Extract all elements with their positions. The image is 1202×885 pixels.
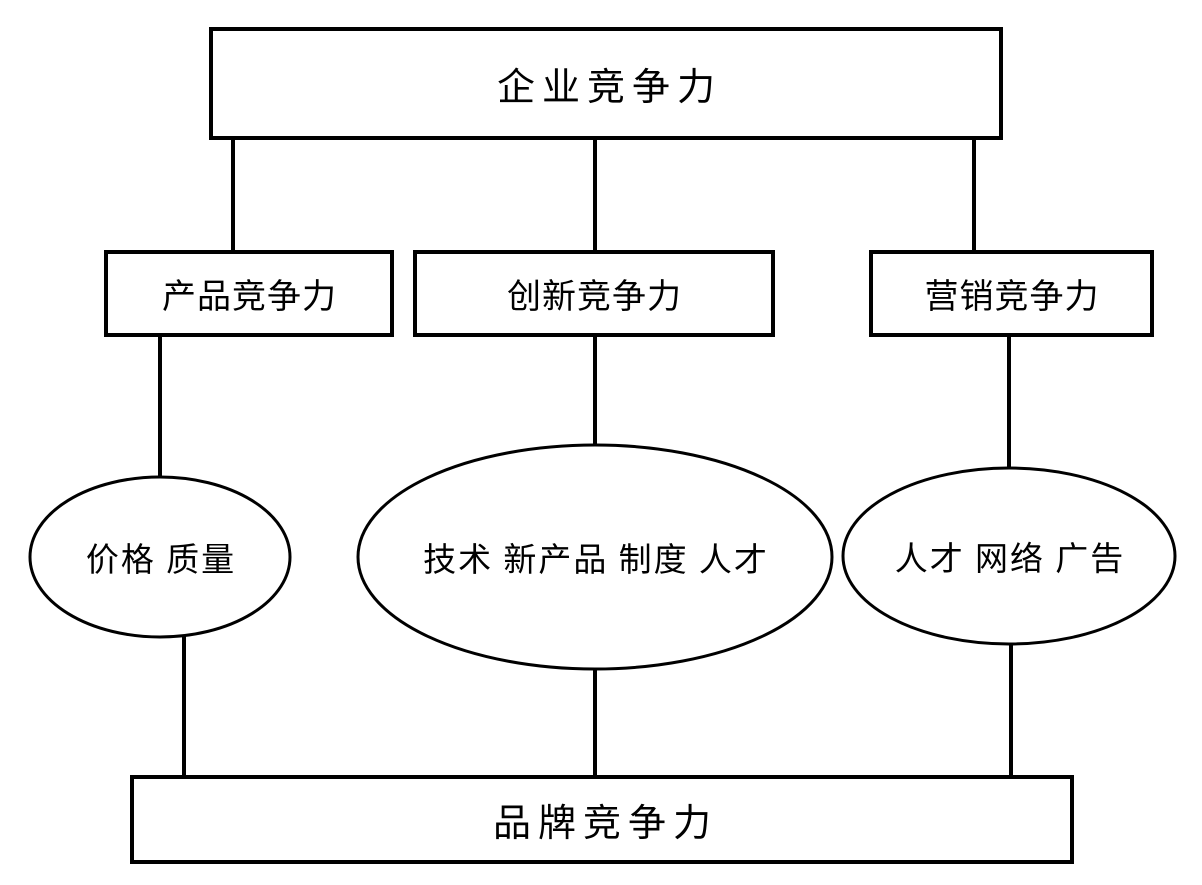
node-product-competitiveness[interactable] xyxy=(104,250,394,337)
node-innovation-factors[interactable] xyxy=(356,443,834,671)
node-marketing-factors[interactable] xyxy=(841,466,1177,646)
node-innovation-competitiveness[interactable] xyxy=(413,250,775,337)
node-product-factors[interactable] xyxy=(28,475,292,639)
node-marketing-competitiveness[interactable] xyxy=(869,250,1154,337)
node-brand-competitiveness[interactable] xyxy=(130,775,1074,864)
node-root-enterprise-competitiveness[interactable] xyxy=(209,27,1003,140)
